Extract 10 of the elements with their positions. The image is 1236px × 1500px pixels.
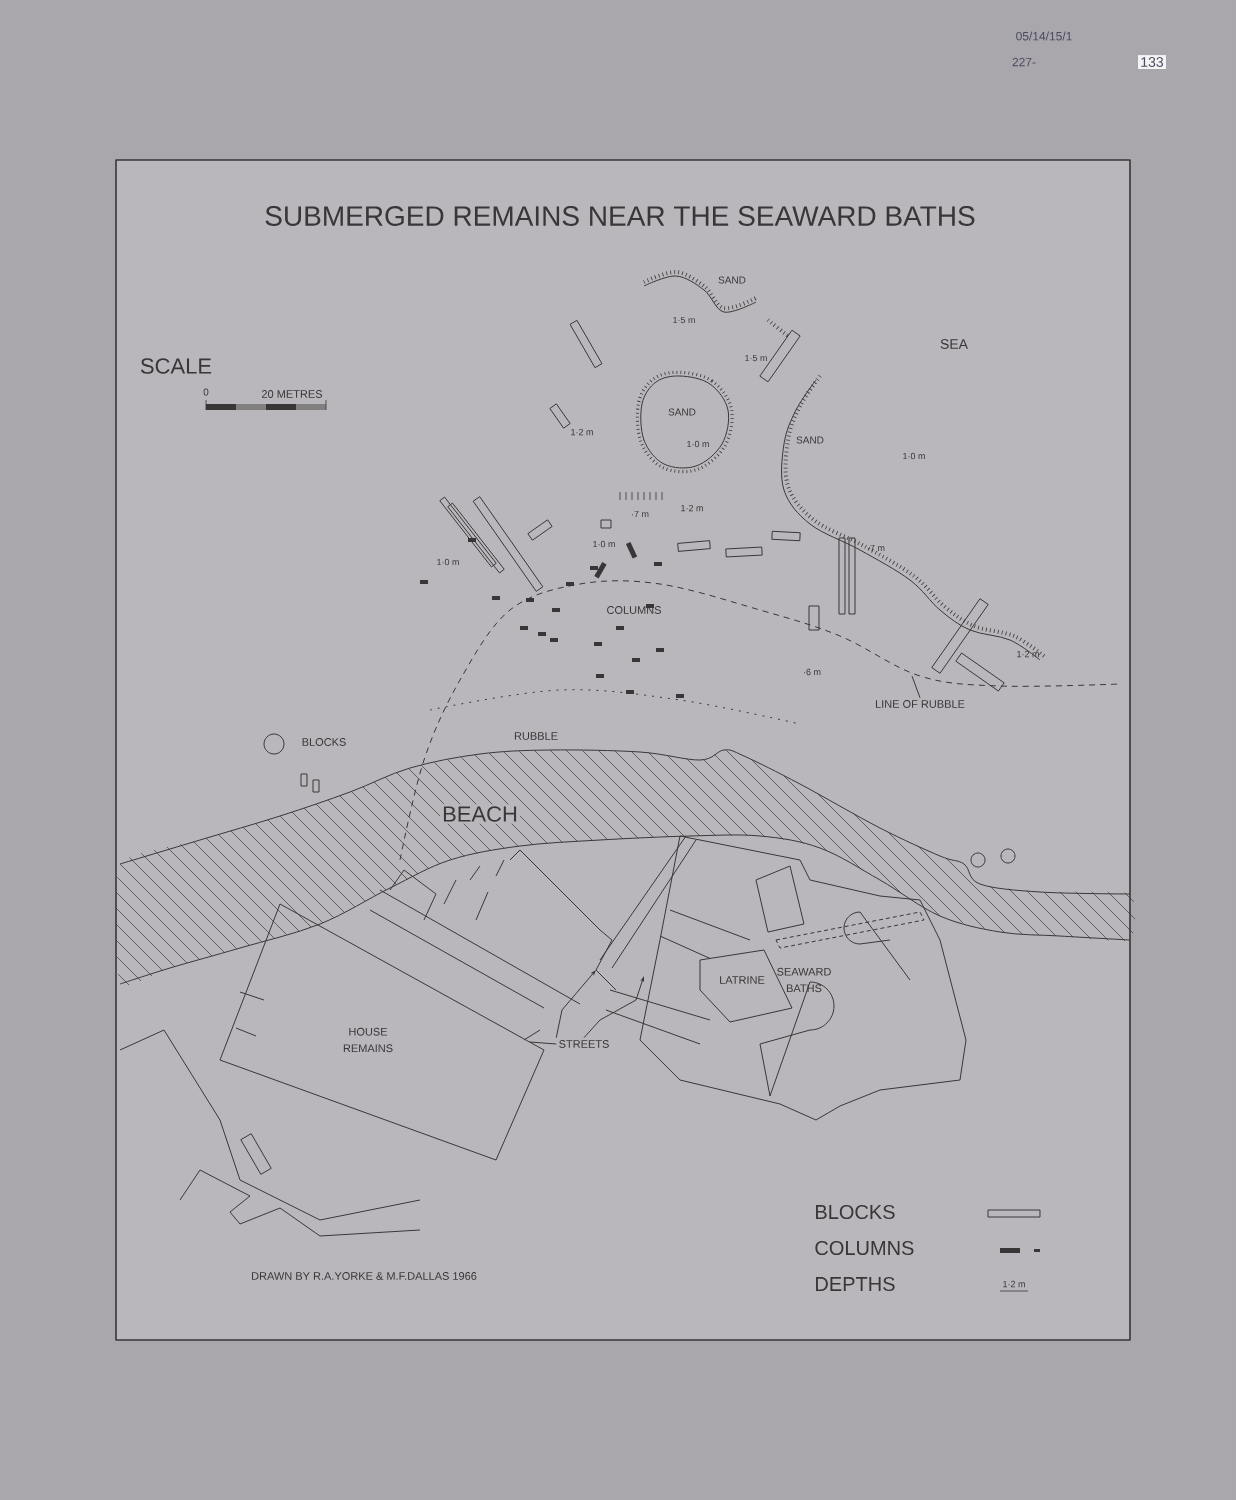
leader-line [911, 675, 921, 699]
leader-line [583, 977, 644, 1039]
map-label: BEACH [440, 804, 520, 824]
legend-text: BLOCKS [816, 1204, 895, 1220]
scale-heading: SCALE [140, 358, 212, 374]
title: SUBMERGED REMAINS NEAR THE SEAWARD BATHS [265, 206, 975, 226]
legend-text: COLUMNS [815, 1240, 914, 1256]
legend-text: DEPTHS [816, 1276, 895, 1292]
leader-line [529, 1041, 557, 1045]
leader-line [555, 970, 596, 1039]
